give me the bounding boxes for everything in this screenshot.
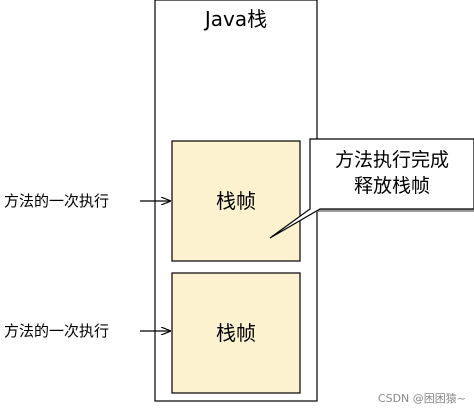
stack-frame-lower xyxy=(171,272,301,394)
callout-text: 方法执行完成 释放栈帧 xyxy=(310,147,474,199)
callout-line-1: 方法执行完成 xyxy=(334,149,449,171)
callout-line-2: 释放栈帧 xyxy=(353,175,430,197)
stack-frame-upper-label: 栈帧 xyxy=(216,189,256,213)
callout-box xyxy=(269,138,474,239)
method-execution-label-upper: 方法的一次执行 xyxy=(4,192,110,210)
java-stack-title: Java栈 xyxy=(204,7,268,31)
stack-frame-lower-label: 栈帧 xyxy=(216,321,256,345)
csdn-watermark: CSDN @困困猿~ xyxy=(377,392,466,405)
stack-frame-upper xyxy=(171,140,301,262)
method-execution-label-lower: 方法的一次执行 xyxy=(4,322,110,340)
